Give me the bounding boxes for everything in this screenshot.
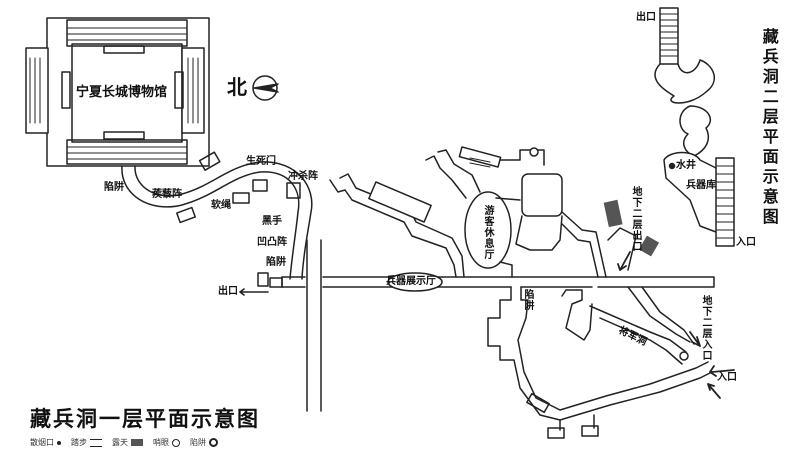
- legend-trap: 陷阱: [190, 437, 218, 448]
- floor1-title: 藏兵洞一层平面示意图: [30, 407, 260, 431]
- entrance-label: 入口: [736, 237, 756, 248]
- trap-icon: [209, 438, 218, 447]
- steps-icon: [90, 438, 102, 447]
- main-corridor: [281, 272, 715, 292]
- soft-rope-label: 软绳: [211, 200, 231, 211]
- entrance-arrow-icon: [707, 383, 721, 399]
- open-sky-icon: [131, 439, 143, 446]
- open-sky-marker: [638, 235, 660, 257]
- tribulus-array-label: 蒺藜阵: [152, 189, 182, 200]
- trap-label: 陷阱: [522, 289, 533, 311]
- legend-trap-text: 陷阱: [190, 438, 206, 447]
- north-label: 北: [227, 75, 247, 99]
- museum-building: [25, 17, 210, 167]
- lookout-icon: [172, 438, 180, 447]
- water-well-label: 水井: [676, 160, 696, 171]
- north-tunnels: [329, 146, 637, 278]
- north-arrow-icon: [252, 75, 279, 101]
- exit-label: 出口: [636, 12, 656, 23]
- map-legend: 散烟口 踏步 露天 哨眼 陷阱: [30, 437, 224, 448]
- trap-label: 陷阱: [104, 182, 124, 193]
- to-floor2-exit-label: 地下二层出口: [630, 186, 641, 252]
- trap-label: 陷阱: [266, 257, 286, 268]
- smoke-vent-icon: [57, 440, 61, 445]
- legend-steps: 踏步: [71, 437, 102, 448]
- entrance-label: 入口: [717, 372, 737, 383]
- weapons-hall-label: 兵器展示厅: [386, 276, 436, 287]
- legend-lookout: 哨眼: [153, 437, 180, 448]
- charge-array-label: 冲杀阵: [288, 171, 318, 182]
- life-death-gate-label: 生死门: [246, 156, 276, 167]
- entrance-arrow-icon: [689, 331, 701, 347]
- weapons-storage-label: 兵器库: [686, 180, 716, 191]
- black-hand-label: 黑手: [262, 216, 282, 227]
- legend-lookout-text: 哨眼: [153, 438, 169, 447]
- legend-smoke-vent-text: 散烟口: [30, 438, 54, 447]
- legend-open-sky-text: 露天: [112, 438, 128, 447]
- legend-smoke-vent: 散烟口: [30, 437, 61, 448]
- concave-convex-array-label: 凹凸阵: [257, 237, 287, 248]
- legend-open-sky: 露天: [112, 437, 143, 448]
- down-arrow-icon: [617, 251, 631, 271]
- to-floor2-entrance-label: 地下二层入口: [700, 295, 711, 361]
- open-sky-marker: [603, 199, 623, 228]
- entrance-arrow-icon: [709, 365, 735, 377]
- floor2-tunnels: [654, 7, 735, 247]
- rest-hall-label: 游客休息厅: [482, 205, 493, 260]
- floor2-title: 藏兵洞二层平面示意图: [759, 28, 779, 228]
- legend-steps-text: 踏步: [71, 438, 87, 447]
- museum-label: 宁夏长城博物馆: [76, 85, 168, 100]
- west-tunnel: [121, 151, 313, 288]
- exit-label: 出口: [218, 286, 238, 297]
- exit-arrow-icon: [239, 288, 269, 296]
- south-tunnels: [487, 286, 713, 439]
